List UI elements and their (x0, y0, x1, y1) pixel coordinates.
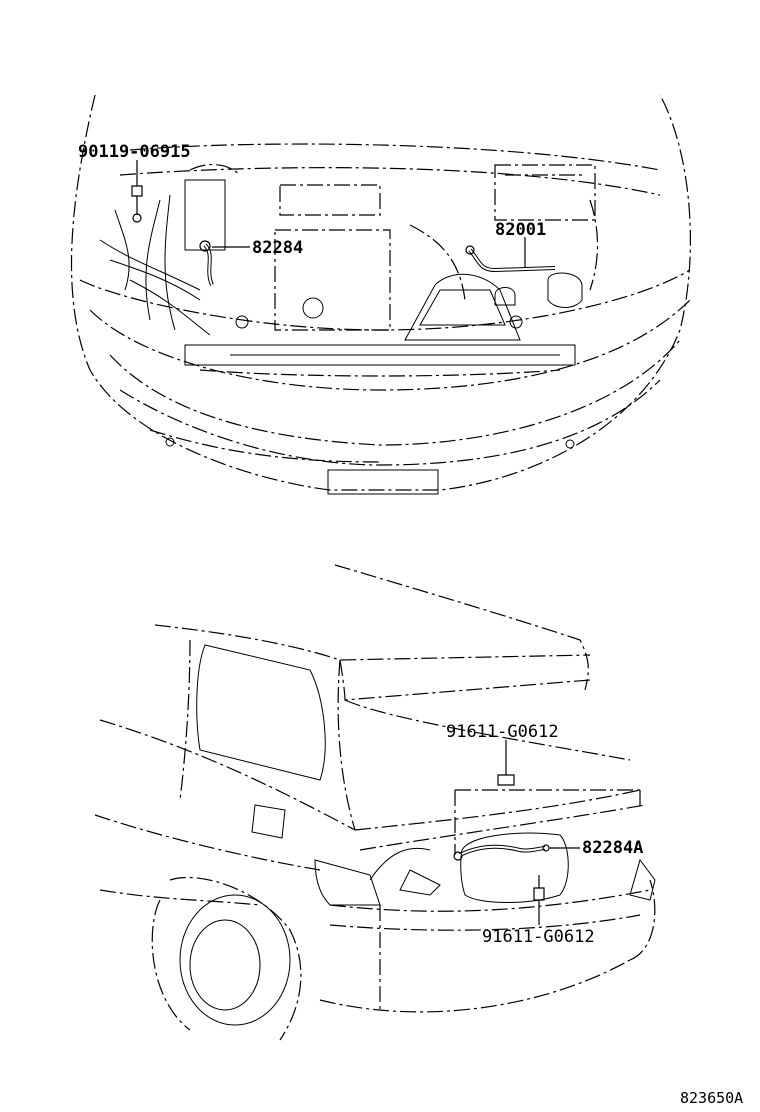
harness-82284A (453, 844, 550, 861)
part-label-82284A: 82284A (582, 838, 643, 858)
leader-lines (136, 160, 580, 849)
part-label-82284: 82284 (252, 238, 303, 258)
illustration-id: 823650A (680, 1089, 743, 1107)
bolt-90119-icon (131, 185, 143, 223)
clip-91611-top-icon (497, 758, 515, 786)
part-label-82001: 82001 (495, 220, 546, 240)
engine-bay-illustration (70, 94, 691, 495)
part-label-90119-06915: 90119-06915 (78, 142, 191, 162)
rear-vehicle-illustration (94, 564, 656, 1041)
harness-82001 (465, 245, 556, 273)
harness-82284 (199, 240, 214, 286)
part-label-91611-top: 91611-G0612 (446, 722, 559, 742)
part-label-91611-bottom: 91611-G0612 (482, 927, 595, 947)
clip-91611-bottom-icon (533, 875, 545, 925)
